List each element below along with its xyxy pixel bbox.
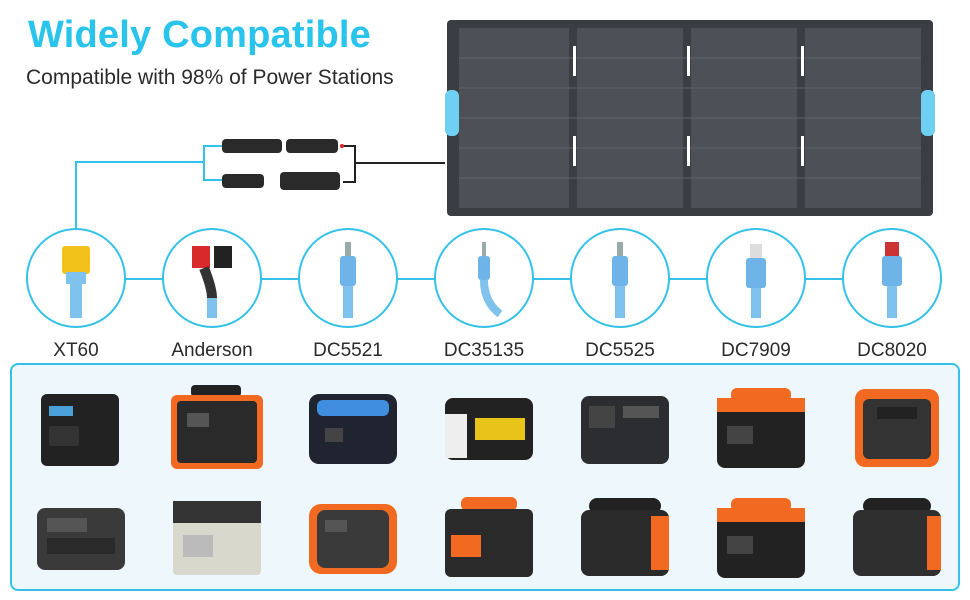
- connector-label: DC7909: [721, 340, 791, 361]
- orange-power-station-icon: [717, 387, 805, 468]
- white-power-station-icon: [445, 397, 533, 460]
- connector-anderson: [162, 228, 262, 328]
- page-subtitle: Compatible with 98% of Power Stations: [26, 66, 394, 89]
- xt60-connector-icon: [62, 246, 90, 318]
- power-station: [570, 380, 680, 475]
- dc7909-connector-icon: [746, 244, 766, 318]
- black-orange-power-station-icon: [853, 497, 941, 576]
- dc5525-connector-icon: [612, 242, 628, 318]
- connector-label: DC35135: [443, 340, 525, 361]
- black-power-station-icon: [41, 393, 119, 466]
- connector-dc7909: [706, 228, 806, 328]
- orange-black-power-station-icon: [855, 388, 939, 467]
- connector-label: DC5525: [585, 340, 655, 361]
- orange-gray-power-station-icon: [309, 503, 397, 574]
- connector-label: DC8020: [857, 340, 927, 361]
- solar-panel-icon: [445, 20, 935, 216]
- page-title: Widely Compatible: [28, 14, 371, 56]
- connector-dc5525: [570, 228, 670, 328]
- power-station: [706, 380, 816, 475]
- black-orange-power-station-icon: [581, 497, 669, 576]
- orange-power-station-icon: [717, 497, 805, 578]
- connector-row: XT60 Anderson DC5521 DC35135 DC55: [0, 228, 970, 368]
- power-stations-panel: [10, 363, 960, 591]
- power-station: [26, 490, 136, 585]
- power-station: [842, 380, 952, 475]
- dc5521-connector-icon: [340, 242, 356, 318]
- power-station: [26, 380, 136, 475]
- power-station: [162, 380, 272, 475]
- blue-black-power-station-icon: [309, 393, 397, 464]
- orange-power-station-icon: [445, 496, 533, 577]
- black-power-station-icon: [581, 395, 669, 464]
- connector-label: XT60: [53, 340, 99, 361]
- power-station: [842, 490, 952, 585]
- mc4-connector-icon: [222, 139, 344, 190]
- connector-dc35135: [434, 228, 534, 328]
- connector-dc5521: [298, 228, 398, 328]
- power-station: [570, 490, 680, 585]
- connector-dc8020: [842, 228, 942, 328]
- dc8020-connector-icon: [882, 242, 902, 318]
- anderson-connector-icon: [192, 246, 232, 318]
- solar-panel-image: [445, 18, 935, 218]
- white-power-station-icon: [173, 500, 261, 575]
- orange-black-power-station-icon: [171, 384, 263, 469]
- gray-power-station-icon: [37, 507, 125, 570]
- power-station: [298, 490, 408, 585]
- connector-label: DC5521: [313, 340, 383, 361]
- connector-xt60: [26, 228, 126, 328]
- power-station: [298, 380, 408, 475]
- dc35135-connector-icon: [478, 242, 503, 318]
- connector-label: Anderson: [171, 340, 253, 361]
- power-station: [162, 490, 272, 585]
- power-station: [434, 380, 544, 475]
- power-station: [434, 490, 544, 585]
- power-station: [706, 490, 816, 585]
